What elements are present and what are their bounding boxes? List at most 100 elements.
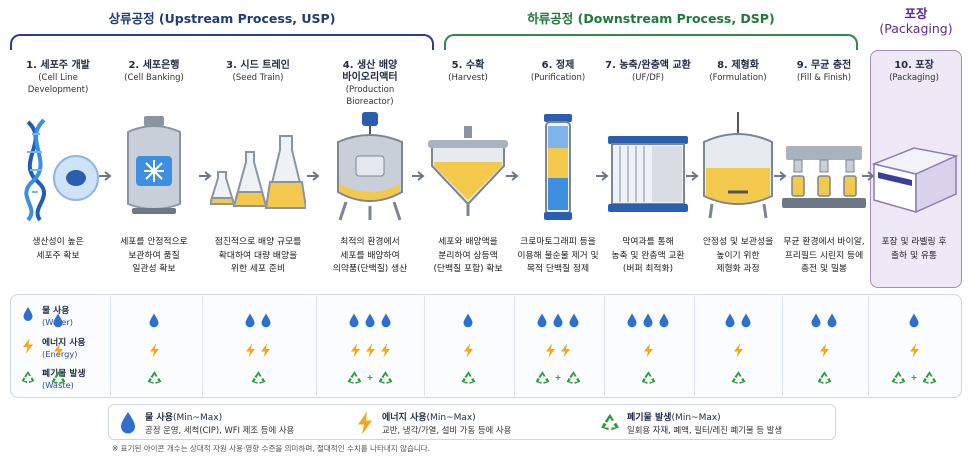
flow-arrow-icon (774, 166, 788, 181)
lightning-icon (909, 343, 920, 358)
step-description-line: 농축 및 완충액 교환 (611, 250, 685, 261)
waste-level (428, 367, 508, 387)
resource-column-divider (604, 296, 605, 396)
water-drop-icon (536, 313, 548, 328)
lightning-icon (245, 343, 256, 358)
flasks-icon (208, 112, 308, 222)
step-description-line: 생산성이 높은 (32, 237, 84, 247)
legend: 물 사용(Min~Max) 공정 운영, 세척(CIP), WFI 제조 등에 … (108, 404, 836, 440)
step-header: 9. 무균 충전(Fill & Finish) (776, 60, 872, 84)
step-subtitle: (UF/DF) (631, 73, 665, 83)
step-description-line: 세포를 배양하여 (340, 250, 400, 261)
water-drop-icon (552, 313, 564, 328)
packaging-title-ko: 포장 (904, 6, 928, 21)
lightning-icon (643, 343, 654, 358)
lightning-icon (380, 343, 391, 358)
water-drop-icon (810, 313, 822, 328)
water-level (330, 310, 410, 330)
legend-water-desc: 공정 운영, 세척(CIP), WFI 제조 등에 사용 (145, 425, 295, 435)
water-level (874, 310, 954, 330)
lightning-icon (560, 343, 571, 358)
lightning-icon (260, 343, 271, 358)
lightning-icon (23, 338, 33, 354)
water-level (518, 310, 598, 330)
recycle-icon (565, 369, 582, 386)
recycle-icon (601, 413, 619, 431)
step-description-line: (단백질 포함) 확보 (433, 264, 503, 274)
step-header: 7. 농축/완충액 교환(UF/DF) (600, 60, 696, 84)
step-subtitle: (Purification) (530, 73, 586, 83)
recycle-icon (460, 369, 477, 386)
water-level (784, 310, 864, 330)
energy-sublabel: (Energy) (42, 349, 78, 359)
freezer-tank-icon (106, 112, 202, 222)
step-subtitle: (Seed Train) (232, 73, 284, 83)
dsp-phase-title: 하류공정 (Downstream Process, DSP) (527, 11, 775, 26)
step-title: 10. 포장 (894, 60, 934, 71)
flow-arrow-icon (686, 166, 700, 181)
step-description-line: 분리하여 상등액 (438, 250, 498, 261)
step-description-line: 세포주 확보 (36, 250, 80, 261)
recycle-icon (921, 369, 938, 386)
water-drop-icon (364, 313, 376, 328)
recycle-icon (346, 369, 363, 386)
legend-water-title: 물 사용(Min~Max) (145, 413, 223, 423)
water-drop-icon (244, 313, 256, 328)
flow-arrow-icon (596, 166, 610, 181)
water-level (114, 310, 194, 330)
plus-sign: + (910, 372, 918, 382)
legend-energy-desc: 교반, 냉각/가열, 설비 가동 등에 사용 (382, 425, 512, 435)
energy-level (698, 340, 778, 360)
lightning-icon (53, 343, 64, 358)
step-description-line: 위한 세포 준비 (230, 264, 286, 274)
step-subtitle: Bioreactor) (346, 97, 394, 107)
step-subtitle: (Packaging) (889, 73, 939, 83)
harvest-tank-icon (420, 112, 516, 222)
step-subtitle: Development) (27, 85, 89, 95)
flow-arrow-icon (99, 166, 113, 181)
step-description-line: 충전 및 밀봉 (800, 264, 848, 274)
step-description-line: 무균 환경에서 바이알, (783, 237, 865, 247)
step-title: 6. 정제 (541, 60, 575, 71)
energy-level (518, 340, 598, 360)
step-subtitle: (Harvest) (448, 73, 488, 83)
lightning-icon (819, 343, 830, 358)
plus-sign: + (554, 372, 562, 382)
water-drop-icon (740, 313, 752, 328)
waste-level (608, 367, 688, 387)
step-header: 10. 포장 (Packaging) (866, 60, 962, 84)
recycle-icon (534, 369, 551, 386)
water-drop-icon (52, 313, 64, 328)
step-header: 2. 세포은행(Cell Banking) (106, 60, 202, 84)
energy-level (18, 340, 98, 360)
dsp-bracket (444, 34, 858, 50)
step-subtitle: (Production (345, 85, 395, 95)
step-description-line: 점진적으로 배양 규모를 (214, 237, 302, 247)
resource-panel (10, 294, 962, 398)
usp-bracket (10, 34, 434, 50)
water-label: 물 사용 (42, 306, 70, 316)
step-title: 8. 제형화 (717, 60, 759, 71)
lightning-icon (365, 343, 376, 358)
water-drop-icon (121, 412, 135, 434)
step-title-line2: 바이오리액터 (342, 72, 398, 83)
step-description-line: 최적의 환경에서 (340, 237, 400, 247)
water-level (18, 310, 98, 330)
water-drop-icon (826, 313, 838, 328)
filling-line-icon (776, 112, 872, 222)
lightning-icon (149, 343, 160, 358)
flow-arrow-icon (506, 166, 520, 181)
step-subtitle: (Cell Banking) (124, 73, 184, 83)
water-drop-icon (260, 313, 272, 328)
energy-level (874, 340, 954, 360)
energy-level (784, 340, 864, 360)
recycle-icon (50, 369, 67, 386)
recycle-icon (250, 369, 267, 386)
